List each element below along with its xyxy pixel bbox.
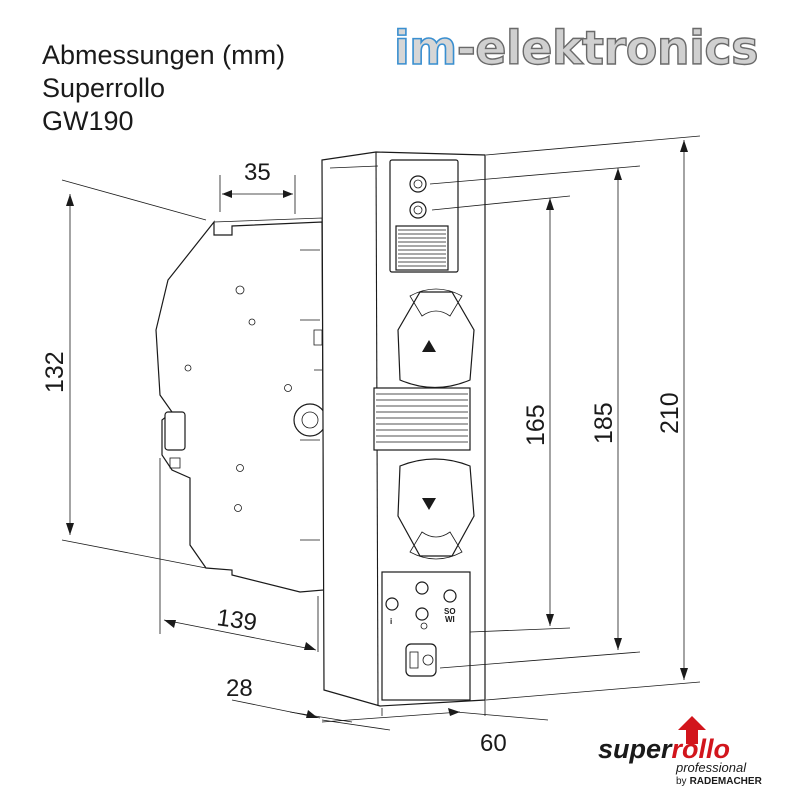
up-button[interactable] (397, 288, 475, 389)
title-line-1: Abmessungen (mm) (42, 40, 285, 70)
title-line-2: Superrollo (42, 73, 165, 103)
logo-maker: RADEMACHER (690, 776, 763, 787)
sowi-button[interactable] (443, 589, 457, 603)
down-button[interactable] (397, 458, 475, 560)
dim-height-mid: 185 (590, 402, 618, 444)
info-label: i (390, 617, 392, 626)
svg-text:im-elektronics: im-elektronics (394, 21, 758, 75)
logo-super: super (598, 734, 673, 764)
dim-front-depth: 28 (226, 675, 253, 702)
dim-front-width: 60 (480, 730, 507, 757)
logo-professional: professional (675, 760, 747, 775)
info-button[interactable] (385, 597, 399, 611)
brand-suffix: -elektronics (457, 21, 758, 75)
clock-icon (420, 622, 428, 630)
connector-socket (405, 643, 437, 677)
logo-arrow-icon (678, 716, 706, 744)
top-grille (395, 225, 449, 271)
title-line-3: GW190 (42, 106, 134, 136)
dim-height-inner: 165 (522, 404, 550, 446)
dim-height-total: 210 (656, 392, 684, 434)
dimension-lines (61, 135, 701, 731)
brand-logo: im-elektronics (393, 20, 759, 76)
side-housing (155, 217, 327, 593)
clock-button[interactable] (415, 607, 429, 621)
logo-rollo: rollo (672, 734, 731, 764)
logo-by: by (676, 776, 687, 787)
down-arrow-icon (422, 498, 436, 510)
svg-text:superrollo: superrollo (598, 734, 730, 764)
dimension-labels: 35 132 139 28 60 165 185 210 (41, 159, 684, 757)
dim-height-side: 132 (41, 351, 69, 393)
up-arrow-icon (422, 340, 436, 352)
dim-depth-top: 35 (244, 159, 271, 186)
dim-width-bottom: 139 (215, 604, 258, 636)
led-bottom (409, 201, 427, 219)
brand-prefix: im (394, 21, 457, 75)
middle-grille (373, 387, 471, 451)
setting-button-top[interactable] (415, 581, 429, 595)
title-block: Abmessungen (mm) Superrollo GW190 (42, 40, 285, 136)
led-top (409, 175, 427, 193)
